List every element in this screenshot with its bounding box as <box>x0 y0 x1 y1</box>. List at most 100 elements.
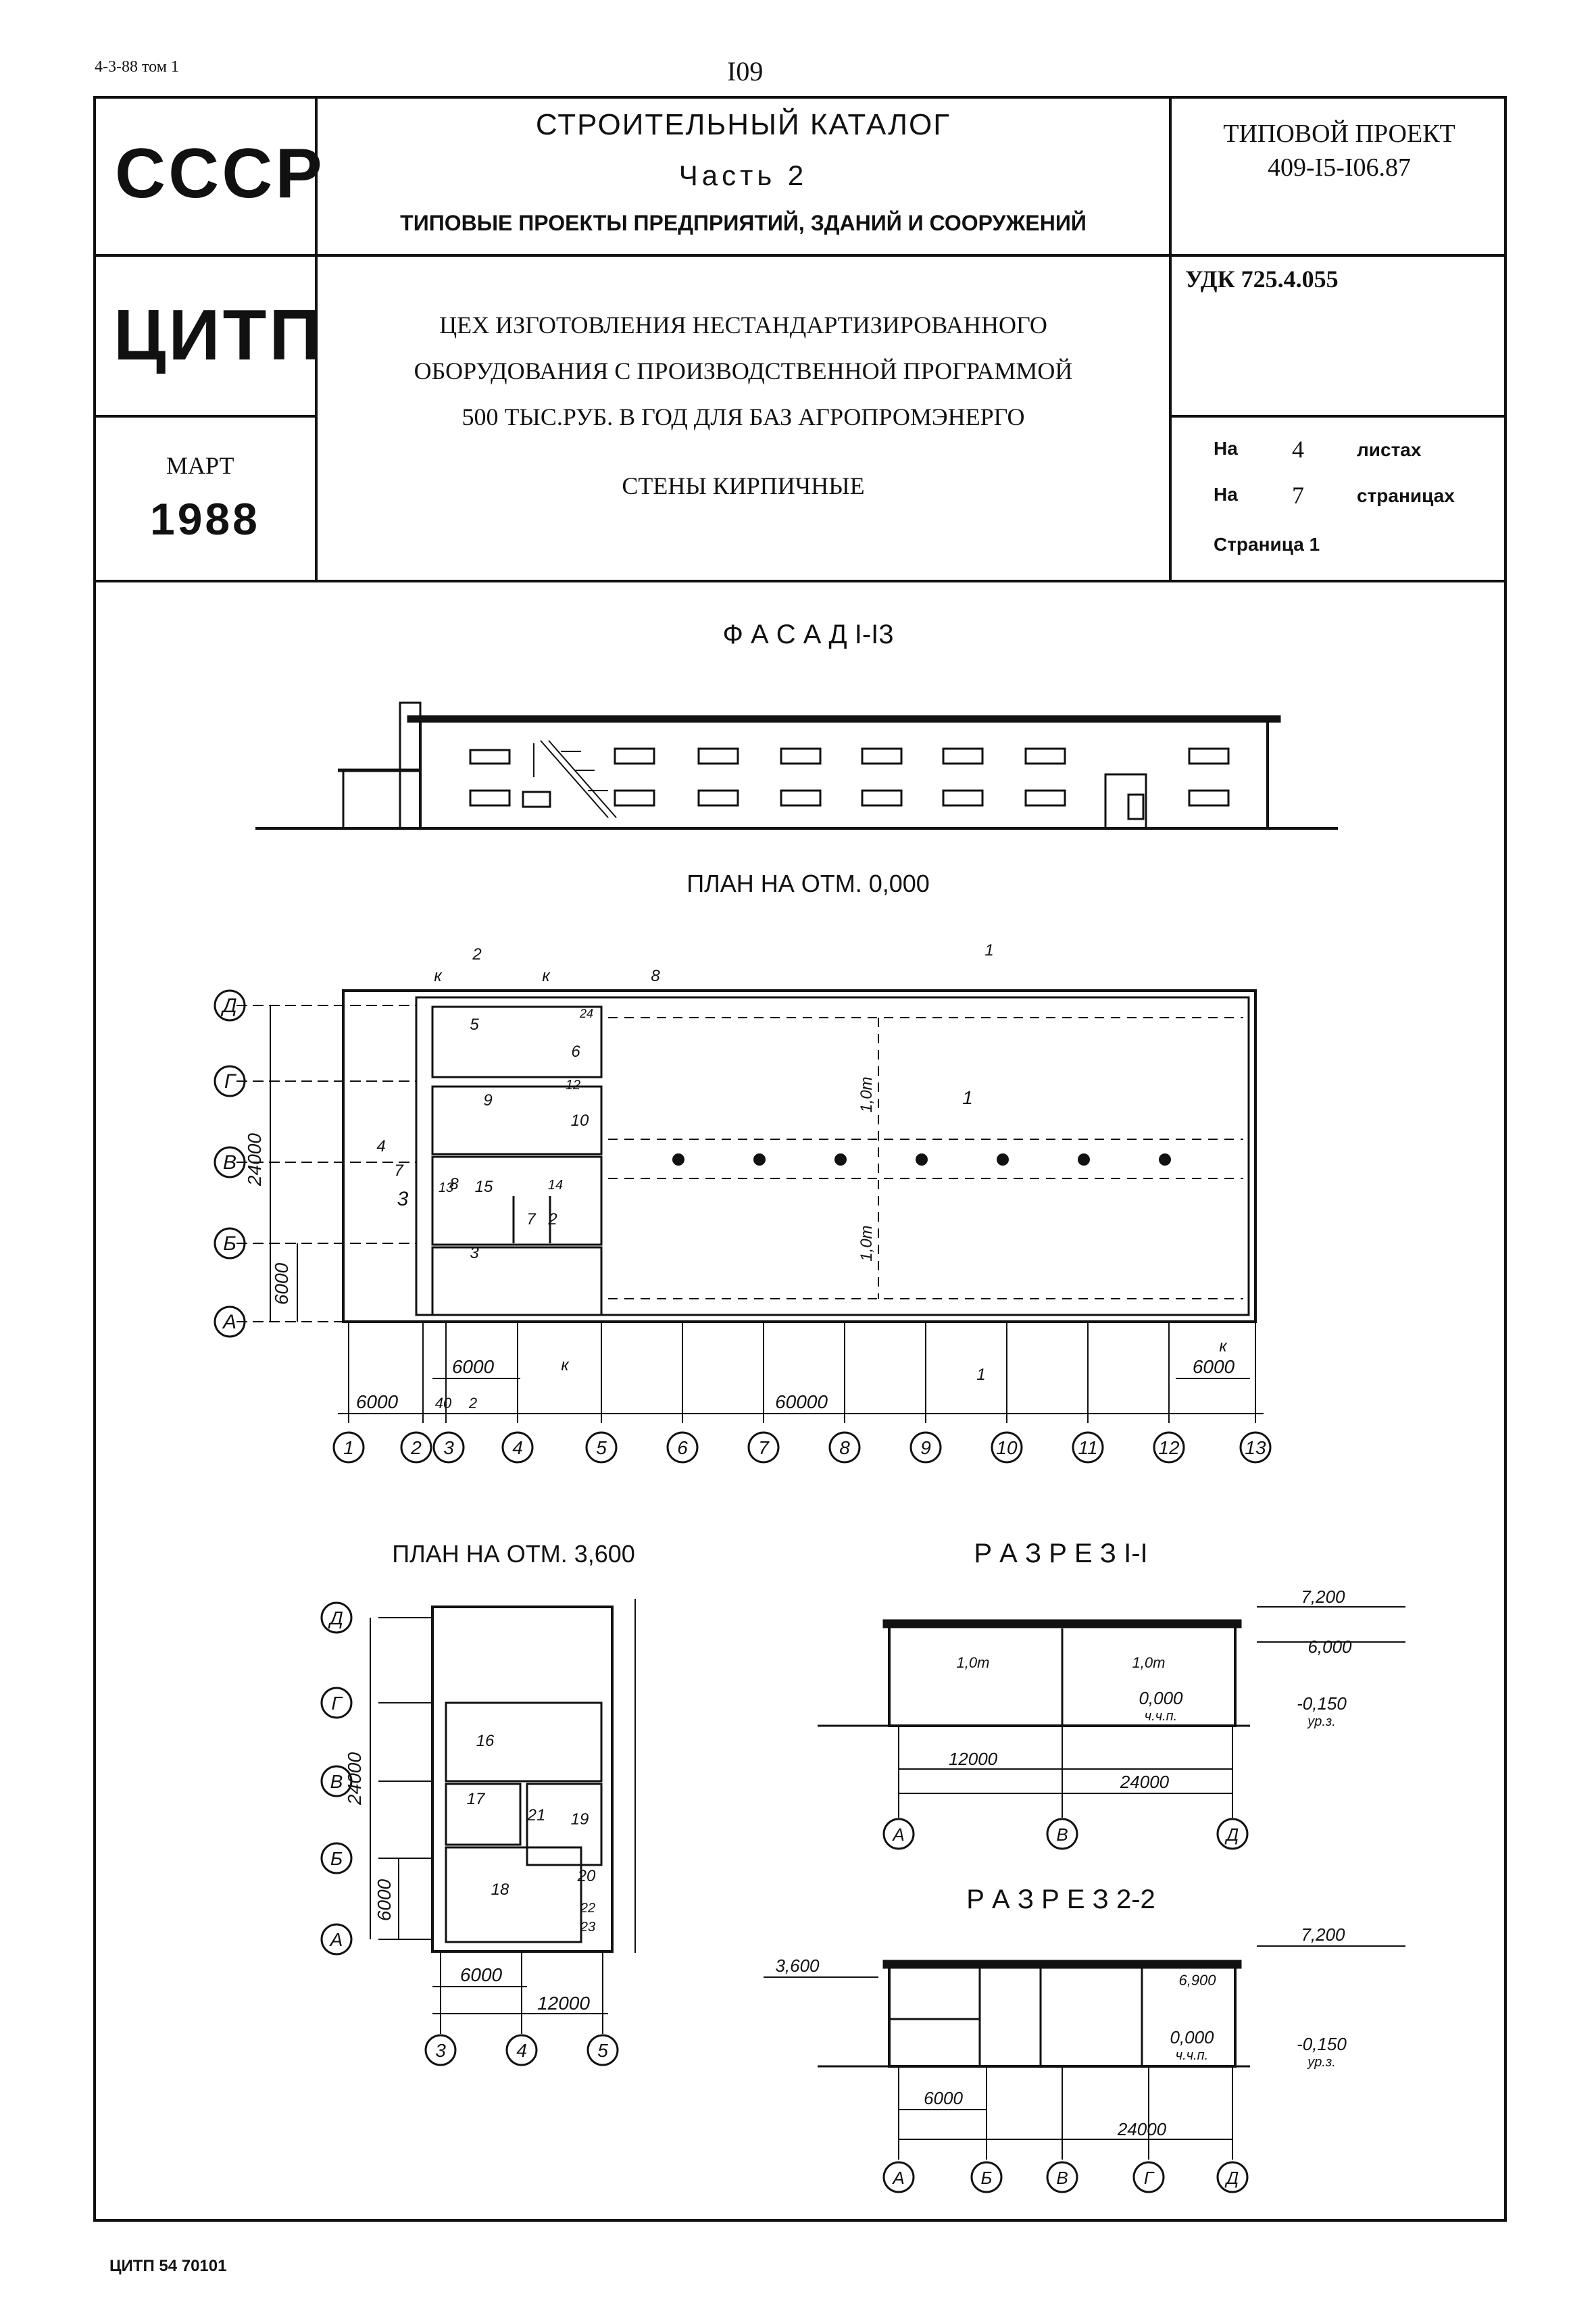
sheets-prefix: На <box>1214 438 1238 459</box>
axis-label-col: 5 <box>596 1437 607 1458</box>
room-number: 1 <box>962 1087 973 1108</box>
axis-label-col: В <box>1056 1824 1068 1845</box>
catalog-part: Часть 2 <box>678 159 808 191</box>
room-number: 10 <box>571 1112 589 1130</box>
room-number: 17 <box>467 1790 486 1808</box>
section-marker: 3 <box>397 1188 409 1210</box>
room-number: 15 <box>475 1178 493 1196</box>
elevation-label: 3,600 <box>775 1956 820 1976</box>
plan-3600-drawing <box>320 1599 636 2066</box>
section11-title: Р А З Р Е З I-I <box>974 1539 1147 1568</box>
room-number: 22 <box>580 1901 595 1916</box>
elevation-label: -0,150 <box>1297 2034 1347 2054</box>
section-marker: к <box>1219 1337 1228 1355</box>
room-number: 21 <box>527 1806 546 1824</box>
plan36-title: ПЛАН НА ОТМ. 3,600 <box>392 1540 635 1568</box>
room-number: 7 <box>526 1210 537 1228</box>
axis-label-col: 12 <box>1158 1437 1180 1458</box>
dimension-40: 40 <box>435 1395 452 1412</box>
sheets-word: листах <box>1357 439 1422 460</box>
axis-label-col: 7 <box>758 1437 770 1458</box>
project-number: 409-I5-I06.87 <box>1267 153 1412 182</box>
year-label: 1988 <box>150 494 260 544</box>
section-marker: 4 <box>376 1137 385 1155</box>
axis-label-col: 3 <box>443 1437 454 1458</box>
elevation-label: 0,000 <box>1170 2027 1214 2047</box>
divider <box>1169 415 1507 418</box>
span-label: 1,0т <box>1132 1654 1166 1671</box>
room-number: 16 <box>476 1732 495 1750</box>
dimension-24000: 24000 <box>1117 2119 1167 2139</box>
page-number: I09 <box>727 56 764 86</box>
axis-label-col: А <box>891 1824 904 1845</box>
description-line-2: ОБОРУДОВАНИЯ С ПРОИЗВОДСТВЕННОЙ ПРОГРАММ… <box>414 357 1073 384</box>
section-marker: 2 <box>472 945 481 964</box>
pages-count: 7 <box>1292 482 1304 509</box>
axis-label-col: 1 <box>343 1437 354 1458</box>
pages-word: страницах <box>1357 485 1455 506</box>
axis-label-col: 9 <box>920 1437 931 1458</box>
divider <box>93 415 316 418</box>
plan0-title: ПЛАН НА ОТМ. 0,000 <box>687 870 930 897</box>
axis-label-row: А <box>222 1311 236 1333</box>
section-marker: 7 <box>394 1162 404 1180</box>
section-1-1-drawing <box>818 1606 1405 1850</box>
axis-label-row: Г <box>331 1693 343 1714</box>
axis-label-col: В <box>1056 2168 1068 2188</box>
axis-label-col: 6 <box>677 1437 688 1458</box>
axis-label-col: Г <box>1144 2168 1155 2188</box>
drawing-frame <box>93 580 1507 2222</box>
axis-label-row: Г <box>224 1070 237 1093</box>
section-marker: к <box>542 967 551 985</box>
room-number: 8 <box>449 1175 459 1193</box>
room-number: 19 <box>571 1810 589 1828</box>
description-line-1: ЦЕХ ИЗГОТОВЛЕНИЯ НЕСТАНДАРТИЗИРОВАННОГО <box>439 312 1047 339</box>
divider <box>93 254 1507 257</box>
axis-label-col: 2 <box>410 1437 422 1458</box>
axis-label-row: В <box>330 1771 343 1792</box>
citp-label: ЦИТП <box>114 295 324 375</box>
elevation-label: 6,900 <box>1178 1972 1216 1989</box>
elevation-note: ч.ч.п. <box>1176 2048 1208 2063</box>
axis-label-col: 10 <box>996 1437 1018 1458</box>
part-subtitle: ТИПОВЫЕ ПРОЕКТЫ ПРЕДПРИЯТИЙ, ЗДАНИЙ И СО… <box>400 211 1087 235</box>
section-name: СТЕНЫ КИРПИЧНЫЕ <box>622 472 865 499</box>
axis-label-col: 8 <box>839 1437 850 1458</box>
axis-label-col: А <box>891 2168 904 2188</box>
title-block <box>93 96 1507 582</box>
ussr-label: СССР <box>115 134 325 213</box>
elevation-label: -0,150 <box>1297 1693 1347 1714</box>
dimension-6000: 6000 <box>452 1356 495 1377</box>
room-number: 3 <box>470 1244 479 1262</box>
axis-label-col: 4 <box>512 1437 523 1458</box>
catalog-title: СТРОИТЕЛЬНЫЙ КАТАЛОГ <box>535 108 951 141</box>
project-label: ТИПОВОЙ ПРОЕКТ <box>1223 120 1455 148</box>
room-number: 12 <box>566 1078 580 1093</box>
span-label: 1,0т <box>857 1225 876 1261</box>
dimension-24000: 24000 <box>344 1752 365 1806</box>
room-number: 6 <box>571 1043 580 1061</box>
divider <box>315 96 318 582</box>
axis-label-row: В <box>223 1151 236 1174</box>
dimension-12000: 12000 <box>537 1993 590 2014</box>
elevation-note: ур.з. <box>1306 1714 1336 1729</box>
dimension-6000: 6000 <box>356 1391 399 1412</box>
dimension-12000: 12000 <box>949 1749 998 1769</box>
axis-label-row: Д <box>220 995 236 1017</box>
axis-label-row: А <box>329 1929 343 1950</box>
room-number: 2 <box>547 1210 557 1228</box>
section-marker: к <box>434 967 443 985</box>
section-marker: 8 <box>651 967 660 985</box>
divider <box>1169 96 1172 582</box>
elevation-note: ур.з. <box>1306 2055 1336 2070</box>
dimension-6000: 6000 <box>1193 1356 1235 1377</box>
room-number: 24 <box>579 1007 593 1020</box>
dimension-6000: 6000 <box>460 1964 503 1985</box>
dimension-6000: 6000 <box>924 2088 963 2108</box>
axis-label-row: Д <box>328 1608 343 1628</box>
description-line-3: 500 ТЫС.РУБ. В ГОД ДЛЯ БАЗ АГРОПРОМЭНЕРГ… <box>462 403 1025 430</box>
dimension-2: 2 <box>468 1395 477 1412</box>
axis-label-col: 13 <box>1245 1437 1266 1458</box>
axis-label-col: Д <box>1224 2168 1239 2188</box>
